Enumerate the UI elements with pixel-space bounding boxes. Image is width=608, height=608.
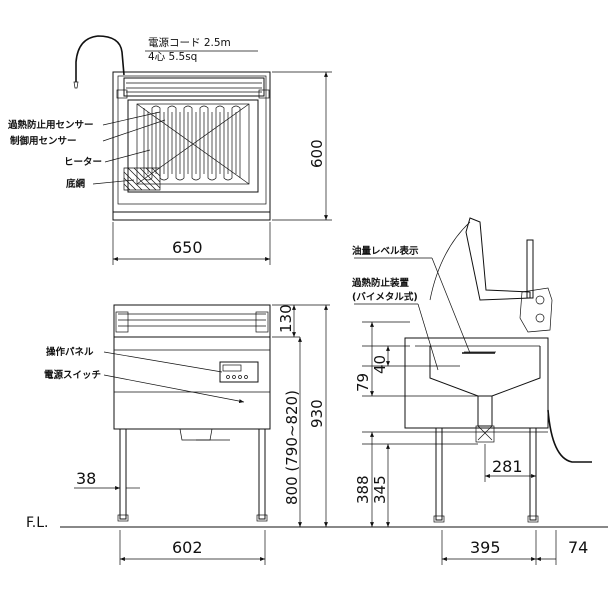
callout-power-switch: 電源スイッチ bbox=[44, 369, 101, 381]
dim-38: 38 bbox=[76, 469, 96, 488]
cord-label: 電源コード 2.5m bbox=[148, 36, 231, 49]
oil-tank bbox=[127, 99, 259, 193]
top-body-outline bbox=[112, 71, 271, 221]
side-body bbox=[404, 337, 549, 429]
dim-130: 130 bbox=[277, 304, 295, 333]
dim-depth-top: 600 bbox=[308, 139, 326, 168]
front-lid bbox=[113, 304, 271, 338]
front-body bbox=[113, 336, 271, 430]
callout-control-sensor: 制御用センサー bbox=[10, 135, 77, 147]
dim-40: 40 bbox=[371, 355, 389, 374]
front-view: 操作パネル 電源スイッチ F.L. 130 800 (790~820) 930 … bbox=[26, 304, 608, 565]
dim-width-top: 650 bbox=[172, 238, 203, 257]
callout-overheat-device: 過熱防止装置 bbox=[351, 277, 410, 289]
heater-arm bbox=[465, 217, 531, 301]
callout-oil-level: 油量レベル表示 bbox=[352, 245, 419, 257]
callout-bottom-mesh: 底網 bbox=[65, 178, 86, 190]
dim-281: 281 bbox=[492, 457, 523, 476]
dim-602: 602 bbox=[172, 538, 203, 557]
dim-800-range: 800 (790~820) bbox=[283, 390, 301, 505]
dim-74: 74 bbox=[568, 538, 588, 557]
front-leg-left bbox=[119, 428, 127, 520]
callout-bimetal: (バイメタル式) bbox=[352, 291, 418, 303]
front-leg-right bbox=[258, 428, 266, 520]
heater-coils bbox=[136, 103, 250, 185]
callout-control-panel: 操作パネル bbox=[46, 346, 94, 358]
heater-head-bar bbox=[123, 77, 265, 97]
top-view: 電源コード 2.5m 4心 5.5sq 過熱防止用センサー 制御用センサー ヒー… bbox=[7, 35, 332, 265]
floor-label: F.L. bbox=[26, 515, 49, 531]
bottom-mesh-hatch bbox=[123, 167, 161, 191]
cord-spec: 4心 5.5sq bbox=[148, 51, 197, 63]
power-cord bbox=[75, 35, 125, 82]
dim-395: 395 bbox=[470, 538, 501, 557]
dim-345: 345 bbox=[371, 475, 389, 504]
dim-79: 79 bbox=[354, 373, 372, 392]
callout-overheat-sensor: 過熱防止用センサー bbox=[7, 119, 94, 131]
callout-heater: ヒーター bbox=[64, 156, 102, 168]
dim-388: 388 bbox=[354, 475, 372, 504]
dim-930: 930 bbox=[308, 399, 326, 428]
side-view: 油量レベル表示 過熱防止装置 (バイメタル式) 79 40 388 345 28… bbox=[351, 217, 592, 565]
